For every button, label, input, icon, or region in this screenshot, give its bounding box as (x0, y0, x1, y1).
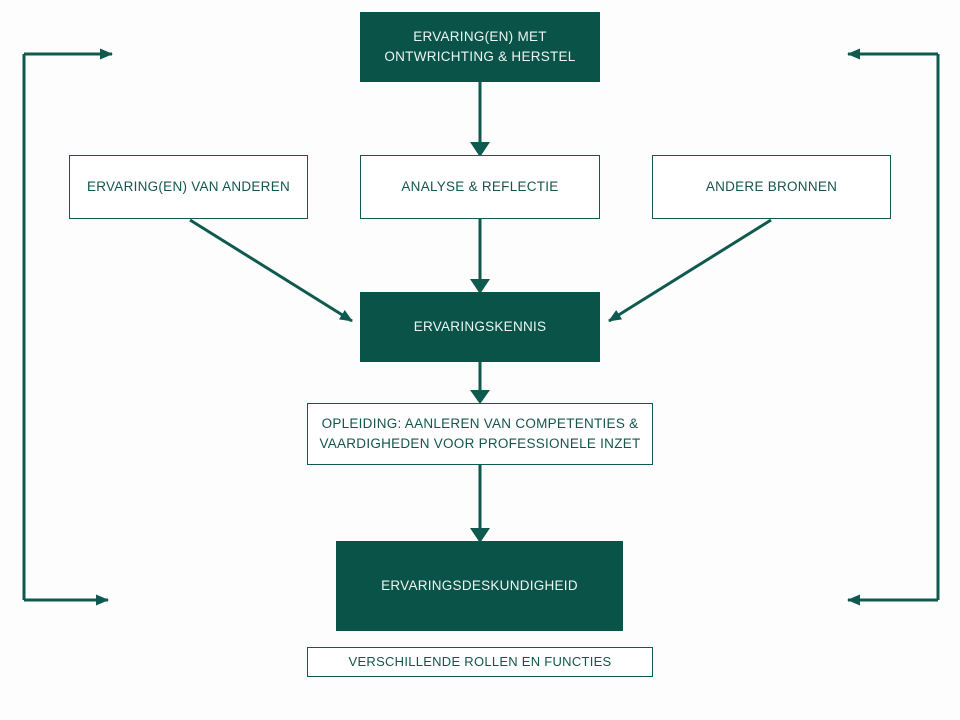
edge-sources-to-expknowledge (608, 218, 772, 323)
node-verschillende-rollen-en-functies[interactable]: VERSCHILLENDE ROLLEN EN FUNCTIES (307, 647, 653, 677)
edge-expknowledge-to-training (470, 362, 490, 404)
edge-experience-to-analysis (470, 82, 490, 157)
edge-loop-right (847, 48, 940, 606)
edge-analysis-to-expknowledge (470, 219, 490, 294)
node-label: ANDERE BRONNEN (705, 179, 838, 195)
node-ervaring-van-anderen[interactable]: ERVARING(EN) VAN ANDEREN (69, 155, 308, 219)
edge-loop-left (22, 48, 113, 606)
node-ervaringsdeskundigheid[interactable]: ERVARINGSDESKUNDIGHEID (336, 541, 623, 631)
edge-others-to-expknowledge (189, 218, 353, 323)
edge-training-to-expertise (470, 465, 490, 543)
node-analyse-reflectie[interactable]: ANALYSE & REFLECTIE (360, 155, 600, 219)
node-label: ERVARING(EN) VAN ANDEREN (86, 179, 290, 195)
node-label: ERVARING(EN) MET ONTWRICHTING & HERSTEL (384, 29, 576, 64)
node-ervaringskennis[interactable]: ERVARINGSKENNIS (360, 292, 600, 362)
node-label: ANALYSE & REFLECTIE (401, 179, 559, 195)
node-label: VERSCHILLENDE ROLLEN EN FUNCTIES (348, 653, 612, 669)
node-label: ERVARINGSKENNIS (413, 319, 547, 335)
node-ervaring-met-ontwrichting-herstel[interactable]: ERVARING(EN) MET ONTWRICHTING & HERSTEL (360, 12, 600, 82)
node-label: OPLEIDING: AANLEREN VAN COMPETENTIES & V… (319, 416, 641, 451)
node-andere-bronnen[interactable]: ANDERE BRONNEN (652, 155, 891, 219)
node-label: ERVARINGSDESKUNDIGHEID (381, 578, 578, 594)
node-opleiding-competenties-vaardigheden[interactable]: OPLEIDING: AANLEREN VAN COMPETENTIES & V… (307, 403, 653, 465)
